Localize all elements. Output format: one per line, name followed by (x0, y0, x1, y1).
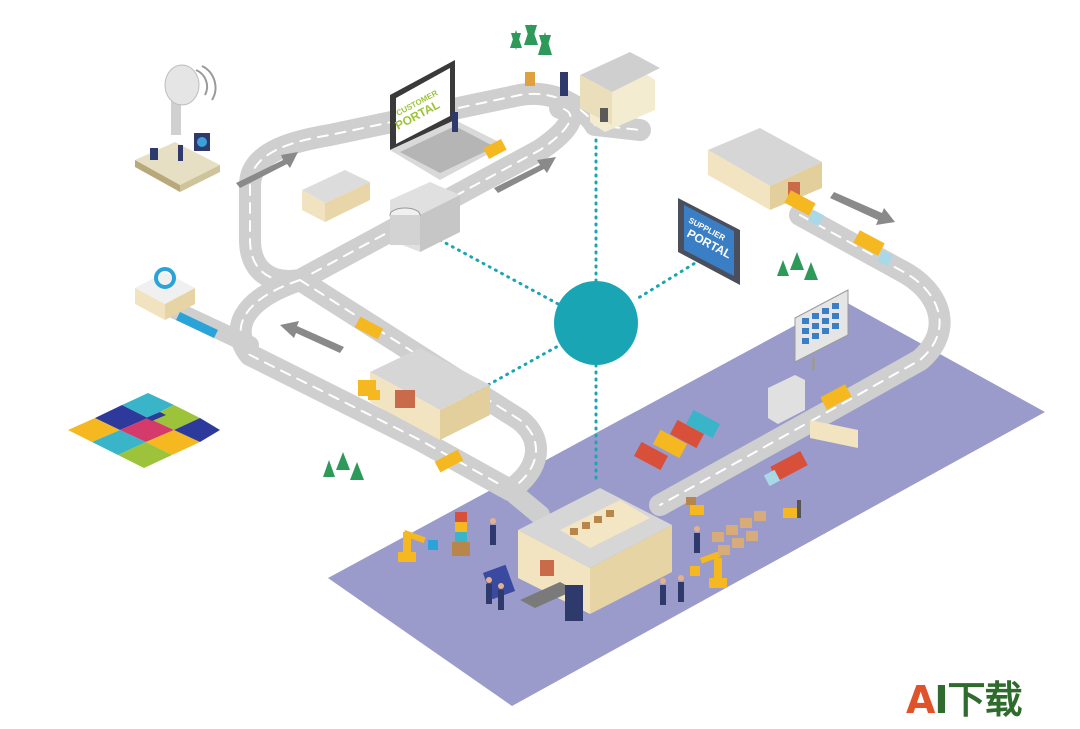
customer-house (525, 52, 660, 132)
tablet-icon: SUPPLIER PORTAL (678, 198, 740, 285)
truck-icon (853, 230, 894, 267)
forklift-icon (368, 390, 380, 400)
conveyor-belt (482, 564, 583, 621)
central-hub (554, 281, 638, 365)
tree-icon (777, 252, 818, 280)
flow-arrows (236, 152, 895, 353)
truck-icon (434, 449, 464, 473)
truck-icon (634, 409, 720, 471)
pallet-boxes (712, 511, 766, 555)
truck-icon (483, 139, 507, 159)
arrow-icon (494, 157, 556, 193)
stacked-boxes (452, 512, 470, 556)
puzzle-icon (68, 393, 220, 468)
tree-icon (510, 24, 552, 55)
arrow-icon (830, 192, 895, 225)
robot-arm-icon (690, 551, 727, 588)
satellite-dish-icon (135, 64, 220, 192)
supplier-warehouse (708, 128, 822, 210)
watermark-text: I下载 (934, 678, 1022, 722)
watermark-letter-a: A (906, 678, 935, 722)
tree-icon (323, 452, 364, 480)
forklift-icon (686, 497, 704, 515)
truck-icon (784, 190, 825, 227)
watermark-logo: AI下载 (906, 676, 1056, 724)
gate-icon (768, 375, 858, 448)
truck-icon (763, 450, 808, 487)
recycle-building (135, 267, 218, 338)
small-house (302, 170, 370, 222)
truck-icon (820, 384, 852, 410)
billboard-icon (794, 289, 849, 370)
factory-building (389, 182, 460, 252)
warehouse-icon (358, 348, 490, 440)
arrow-icon (236, 152, 298, 188)
forklift-icon (783, 500, 801, 518)
hub-links (438, 138, 702, 480)
truck-icon (354, 316, 384, 340)
arrow-icon (280, 321, 344, 353)
robot-arm-icon (398, 530, 438, 562)
road-network (166, 82, 951, 525)
workers (486, 518, 700, 610)
laptop-icon: CUSTOMER PORTAL (390, 60, 505, 180)
